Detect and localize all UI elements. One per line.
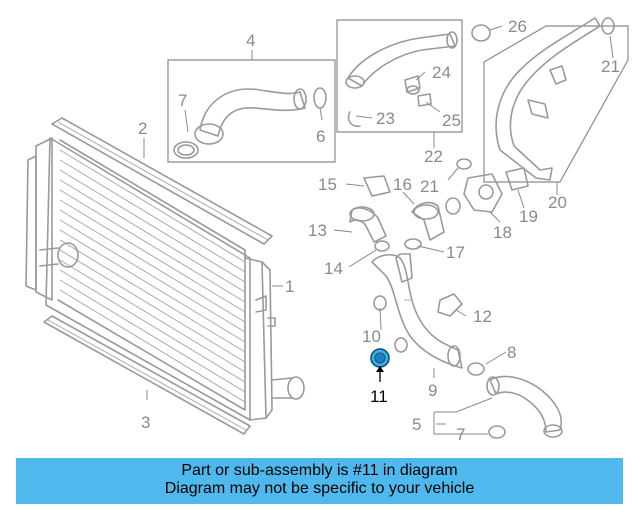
callout-23: 23: [376, 109, 395, 128]
callout-14: 14: [324, 259, 343, 278]
callout-25: 25: [442, 111, 461, 130]
banner-line-2: Diagram may not be specific to your vehi…: [164, 480, 475, 497]
info-banner: Part or sub-assembly is #11 in diagram D…: [16, 458, 623, 504]
callout-20: 20: [548, 193, 567, 212]
callout-2: 2: [138, 119, 147, 138]
callout-22: 22: [424, 147, 443, 166]
sensor-12: [437, 293, 463, 317]
callout-18: 18: [493, 223, 512, 242]
part-20-group: [483, 17, 629, 183]
clamp-7: [488, 425, 506, 439]
part-4-group: [167, 59, 336, 163]
callout-labels: 1 2 3 4 5 6 7 7 8 9 10 11 12 13 14 15 16…: [138, 17, 620, 444]
callout-7-upper: 7: [178, 91, 187, 110]
callout-5: 5: [412, 415, 421, 434]
callout-6: 6: [316, 127, 325, 146]
callout-24: 24: [432, 63, 451, 82]
callout-7-lower: 7: [456, 425, 465, 444]
hose-5-assembly: [467, 362, 563, 439]
callout-16: 16: [393, 175, 412, 194]
callout-15: 15: [318, 175, 337, 194]
clamp-8: [467, 362, 485, 376]
charge-pipe-9: [371, 253, 463, 369]
callout-21-upper: 21: [601, 57, 620, 76]
callout-8: 8: [507, 343, 516, 362]
callout-12: 12: [473, 307, 492, 326]
leader-lines: [143, 25, 614, 435]
air-deflector-upper: [51, 117, 273, 245]
callout-4: 4: [246, 31, 255, 50]
grommet-11-highlighted: [370, 348, 390, 382]
callout-11: 11: [370, 387, 388, 406]
part-22-group: [336, 19, 463, 133]
callout-21-lower: 21: [420, 177, 439, 196]
callout-1: 1: [285, 277, 294, 296]
callout-10: 10: [362, 327, 381, 346]
callout-9: 9: [428, 381, 437, 400]
banner-line-1: Part or sub-assembly is #11 in diagram: [181, 462, 458, 479]
air-deflector-lower: [43, 315, 251, 435]
callout-13: 13: [308, 221, 327, 240]
callout-26: 26: [508, 17, 527, 36]
callout-17: 17: [446, 243, 465, 262]
parts-diagram: 1 2 3 4 5 6 7 7 8 9 10 11 12 13 14 15 16…: [25, 17, 629, 444]
seal-ring-26: [471, 24, 491, 42]
callout-3: 3: [141, 413, 150, 432]
intercooler-part: [25, 137, 305, 421]
center-hoses: [349, 158, 529, 252]
callout-19: 19: [519, 207, 538, 226]
